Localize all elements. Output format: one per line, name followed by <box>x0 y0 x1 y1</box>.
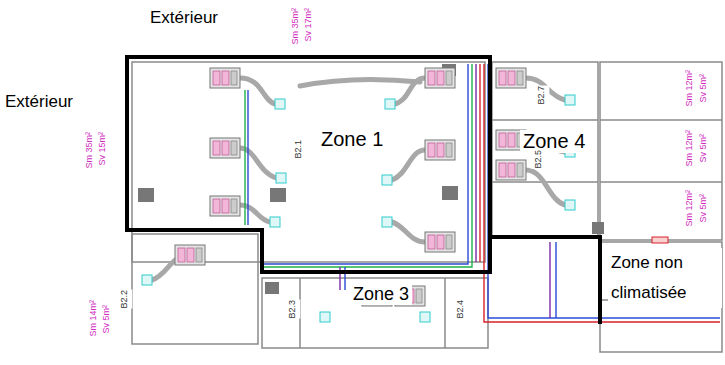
area-note: Sv 5m² <box>698 134 708 163</box>
area-note: Sv 15m² <box>97 132 107 166</box>
area-note: Sm 14m² <box>88 300 98 337</box>
area-note: Sv 5m² <box>698 74 708 103</box>
zone-label: Zone 1 <box>318 128 386 151</box>
area-note: Sv 17m² <box>303 8 313 42</box>
area-note: Sv 5m² <box>101 305 111 334</box>
zone-label: Zone non climatisée <box>608 248 722 308</box>
room-code: B2.7 <box>533 86 549 105</box>
room-code: B2.2 <box>116 290 132 309</box>
room-code: B2.5 <box>530 150 546 169</box>
room-code: B2.3 <box>284 300 300 319</box>
area-note: Sm 12m² <box>684 70 694 107</box>
area-note: Sm 35m² <box>290 8 300 45</box>
zone-label: Zone 3 <box>350 284 412 305</box>
room-code: B2.1 <box>290 140 306 159</box>
area-note: Sm 12m² <box>684 130 694 167</box>
area-note: Sv 5m² <box>698 194 708 223</box>
exterior-label: Extérieur <box>5 92 73 112</box>
room-code: B2.4 <box>452 300 468 319</box>
area-note: Sm 12m² <box>684 190 694 227</box>
area-note: Sm 35m² <box>84 132 94 169</box>
exterior-label: Extérieur <box>150 8 218 28</box>
